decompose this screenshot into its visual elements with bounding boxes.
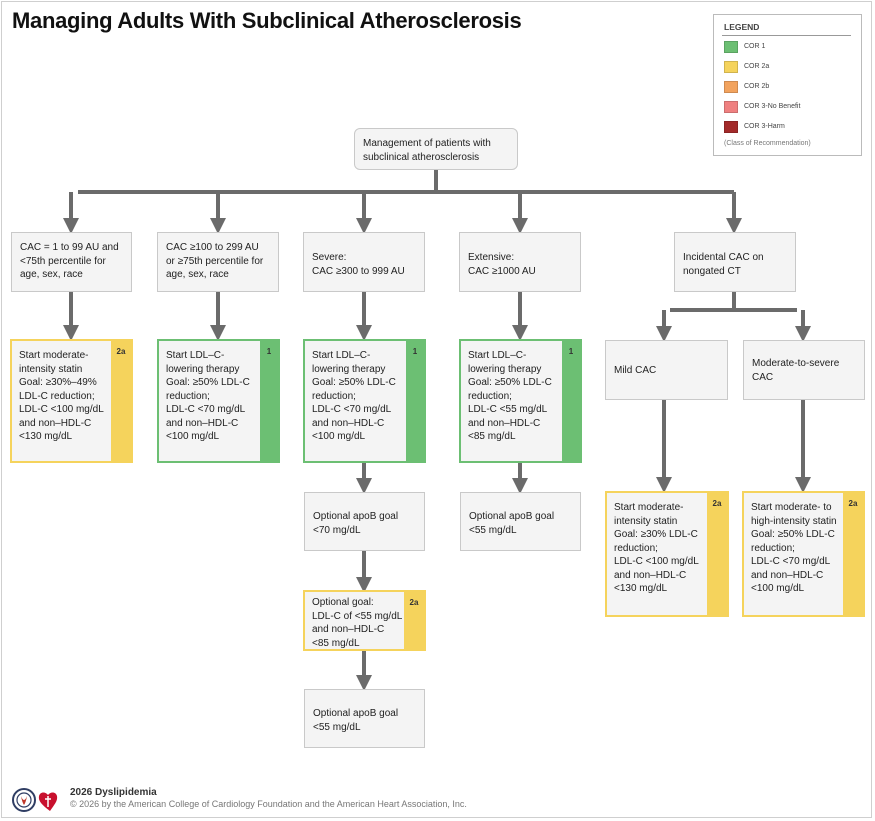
- criteria-extensive: Extensive: CAC ≥1000 AU: [459, 232, 581, 292]
- criteria-cac-100-299: CAC ≥100 to 299 AU or ≥75th percentile f…: [157, 232, 279, 292]
- optional-apob-55-extensive: Optional apoB goal <55 mg/dL: [460, 492, 581, 551]
- cor-label: 2a: [712, 499, 722, 508]
- legend-swatch-cor3-no-benefit: [724, 101, 738, 113]
- legend-divider: [722, 35, 851, 36]
- optional-apob-70-text: Optional apoB goal <70 mg/dL: [313, 511, 399, 536]
- criteria-cac-100-299-text: CAC ≥100 to 299 AU or ≥75th percentile f…: [166, 242, 264, 280]
- footer-title: 2026 Dyslipidemia: [70, 787, 157, 798]
- recommendation-r5: 2a Start moderate- intensity statin Goal…: [605, 491, 729, 617]
- criteria-incidental-text: Incidental CAC on nongated CT: [683, 252, 764, 277]
- cor-label: 2a: [409, 598, 419, 607]
- legend: LEGEND COR 1 COR 2a COR 2b COR 3-No Bene…: [713, 14, 862, 156]
- legend-swatch-cor2b: [724, 81, 738, 93]
- legend-swatch-cor2a: [724, 61, 738, 73]
- criteria-moderate-severe-cac-text: Moderate-to-severe CAC: [752, 358, 840, 383]
- legend-label-cor1: COR 1: [744, 43, 766, 50]
- cor-band: [707, 493, 727, 615]
- aha-heart-icon: [38, 792, 58, 811]
- legend-label-cor3-no-benefit: COR 3-No Benefit: [744, 103, 801, 110]
- recommendation-r6-text: Start moderate- to high-intensity statin…: [751, 502, 837, 594]
- criteria-mild-cac-text: Mild CAC: [614, 365, 657, 376]
- criteria-mild-cac: Mild CAC: [605, 340, 728, 400]
- recommendation-r2: 1 Start LDL–C- lowering therapy Goal: ≥5…: [157, 339, 280, 463]
- criteria-moderate-severe-cac: Moderate-to-severe CAC: [743, 340, 865, 400]
- recommendation-r7-text: Optional goal: LDL-C of <55 mg/dL and no…: [312, 597, 403, 649]
- criteria-cac-1-99-text: CAC = 1 to 99 AU and <75th percentile fo…: [20, 242, 119, 280]
- cor-band: [260, 341, 278, 461]
- cor-label: 1: [266, 347, 272, 356]
- criteria-severe: Severe: CAC ≥300 to 999 AU: [303, 232, 425, 292]
- acc-seal-icon: [12, 788, 36, 812]
- cor-label: 1: [412, 347, 418, 356]
- cor-band: [843, 493, 863, 615]
- cor-band: [404, 592, 424, 649]
- footer-copyright: © 2026 by the American College of Cardio…: [70, 799, 467, 809]
- recommendation-r3-text: Start LDL–C- lowering therapy Goal: ≥50%…: [312, 350, 396, 442]
- legend-swatch-cor1: [724, 41, 738, 53]
- optional-apob-55-severe: Optional apoB goal <55 mg/dL: [304, 689, 425, 748]
- recommendation-r4: 1 Start LDL–C- lowering therapy Goal: ≥5…: [459, 339, 582, 463]
- criteria-incidental: Incidental CAC on nongated CT: [674, 232, 796, 292]
- recommendation-r3: 1 Start LDL–C- lowering therapy Goal: ≥5…: [303, 339, 426, 463]
- cor-band: [562, 341, 580, 461]
- cor-band: [111, 341, 131, 461]
- cor-label: 2a: [848, 499, 858, 508]
- footer-logos: [12, 788, 58, 812]
- legend-label-cor2b: COR 2b: [744, 83, 770, 90]
- optional-apob-55-extensive-text: Optional apoB goal <55 mg/dL: [469, 511, 555, 536]
- cor-label: 1: [568, 347, 574, 356]
- recommendation-r5-text: Start moderate- intensity statin Goal: ≥…: [614, 502, 699, 594]
- legend-label-cor3-harm: COR 3-Harm: [744, 123, 785, 130]
- recommendation-r1: 2a Start moderate- intensity statin Goal…: [10, 339, 133, 463]
- criteria-severe-text: Severe: CAC ≥300 to 999 AU: [312, 252, 405, 277]
- cor-band: [406, 341, 424, 461]
- root-node-text: Management of patients with subclinical …: [363, 138, 491, 163]
- criteria-cac-1-99: CAC = 1 to 99 AU and <75th percentile fo…: [11, 232, 132, 292]
- optional-apob-55-severe-text: Optional apoB goal <55 mg/dL: [313, 708, 399, 733]
- recommendation-r1-text: Start moderate- intensity statin Goal: ≥…: [19, 350, 104, 442]
- legend-label-cor2a: COR 2a: [744, 63, 770, 70]
- recommendation-r6: 2a Start moderate- to high-intensity sta…: [742, 491, 865, 617]
- page-title: Managing Adults With Subclinical Atheros…: [12, 8, 522, 33]
- cor-label: 2a: [116, 347, 126, 356]
- recommendation-r4-text: Start LDL–C- lowering therapy Goal: ≥50%…: [468, 350, 552, 442]
- recommendation-r2-text: Start LDL–C- lowering therapy Goal: ≥50%…: [166, 350, 250, 442]
- recommendation-r7: 2a Optional goal: LDL-C of <55 mg/dL and…: [303, 590, 426, 651]
- legend-note: (Class of Recommendation): [724, 140, 811, 147]
- criteria-extensive-text: Extensive: CAC ≥1000 AU: [468, 252, 536, 277]
- optional-apob-70: Optional apoB goal <70 mg/dL: [304, 492, 425, 551]
- legend-swatch-cor3-harm: [724, 121, 738, 133]
- legend-title: LEGEND: [724, 22, 760, 32]
- root-node: Management of patients with subclinical …: [354, 128, 518, 170]
